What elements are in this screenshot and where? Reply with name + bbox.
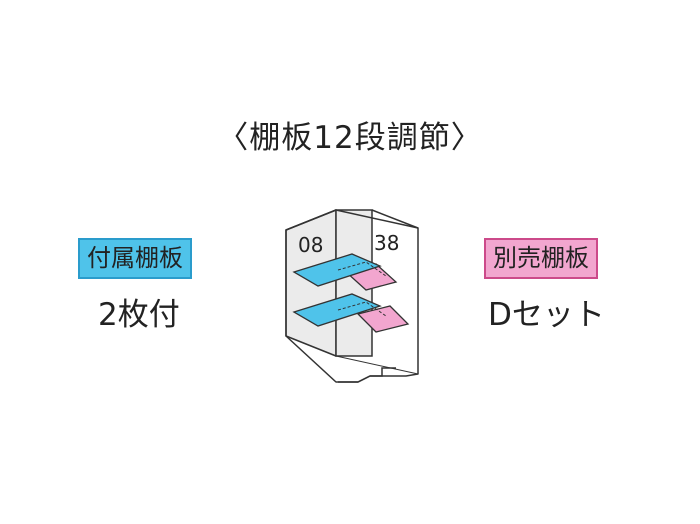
- cabinet-floor-notch: [338, 367, 396, 383]
- storage-cabinet-diagram: 08 38: [276, 206, 428, 390]
- optional-shelf-badge: 別売棚板: [484, 238, 598, 279]
- included-shelf-count: 2枚付: [98, 297, 180, 333]
- cabinet-inner-corner: [335, 355, 419, 375]
- cabinet-front-face: [285, 209, 419, 383]
- included-shelf-upper: [292, 253, 382, 287]
- shelf-lower-dashed-outline: [337, 301, 387, 317]
- page-title: 〈棚板12段調節〉: [217, 120, 483, 156]
- cabinet-left-label: 08: [298, 233, 323, 257]
- optional-shelf-set: Dセット: [488, 297, 605, 333]
- cabinet-top-edge: [371, 209, 419, 229]
- cabinet-right-label: 38: [374, 231, 399, 255]
- shelf-upper-dashed-outline: [337, 261, 387, 277]
- included-shelf-lower: [292, 293, 382, 327]
- cabinet-svg: 08 38: [285, 209, 419, 383]
- included-shelf-badge: 付属棚板: [78, 238, 192, 279]
- optional-shelf-lower: [356, 305, 410, 333]
